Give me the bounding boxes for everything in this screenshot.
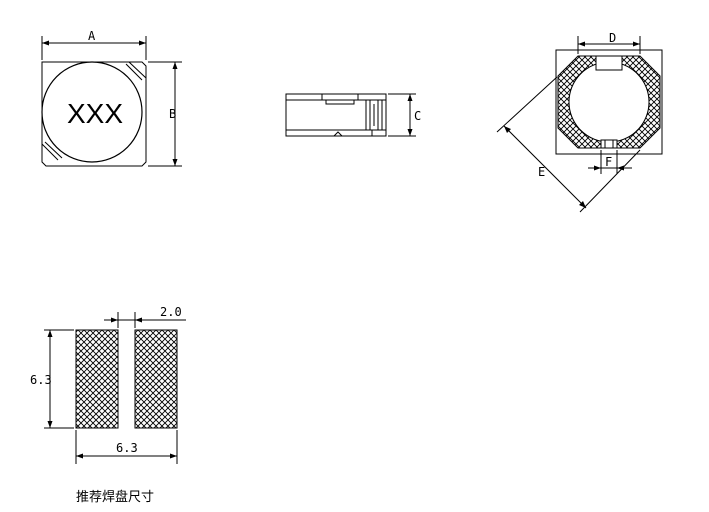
pad-left [75, 329, 119, 429]
pad-caption: 推荐焊盘尺寸 [76, 490, 155, 505]
dim-f-label: F [605, 155, 612, 169]
bottom-view [496, 36, 663, 213]
dim-width-label: 6.3 [116, 441, 138, 455]
pad-right [134, 329, 178, 429]
dim-height-label: 6.3 [30, 373, 52, 387]
bottom-core-circle [568, 61, 650, 143]
dim-a-label: A [88, 29, 96, 43]
dim-c-label: C [414, 109, 421, 123]
dim-d-label: D [609, 31, 616, 45]
dim-e-label: E [538, 165, 545, 179]
side-body-outline [285, 93, 387, 137]
front-view [41, 36, 182, 167]
front-core-circle [41, 61, 143, 163]
side-view [285, 93, 416, 137]
front-marking: XXX [67, 98, 123, 129]
dim-b-label: B [169, 107, 176, 121]
dim-gap-label: 2.0 [160, 305, 182, 319]
front-body-outline [41, 61, 147, 167]
dim-e-line [503, 125, 587, 209]
pad-layout [44, 312, 186, 464]
